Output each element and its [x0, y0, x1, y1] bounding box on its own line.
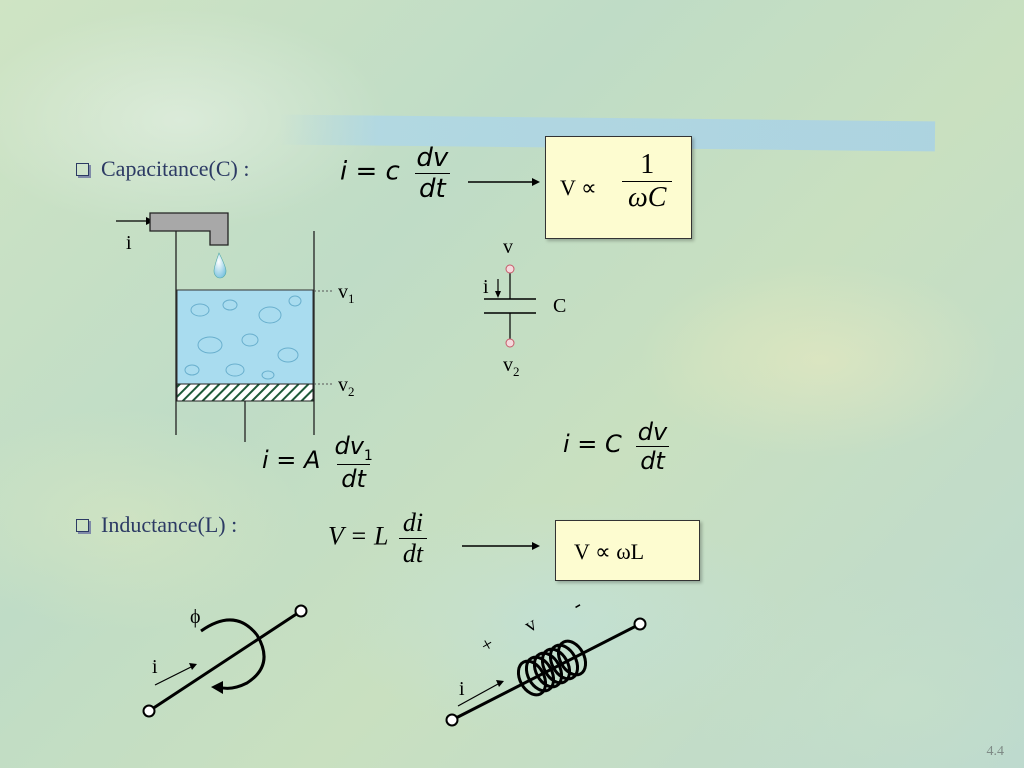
inductance-equation-lhs: V = L	[328, 521, 389, 551]
inductance-equation-numerator: di	[402, 508, 424, 537]
page-number: 4.4	[986, 744, 1005, 759]
capacitance-arrow-icon	[468, 178, 540, 186]
tank-equation-numerator: dv1	[334, 432, 373, 464]
inductance-heading-row: Inductance(L) :	[76, 512, 237, 538]
tank-equation-fraction: dv1 dt	[330, 432, 376, 493]
capacitor-bottom-label: v2	[503, 354, 520, 379]
flux-terminal-left-icon	[142, 704, 156, 718]
bullet-box-icon	[76, 518, 89, 532]
flux-current-arrow-icon	[154, 666, 192, 686]
tank-equation-lhs: i = A	[262, 445, 321, 474]
capacitor-bottom-terminal-icon	[505, 338, 515, 348]
tank-base-hatch	[176, 383, 314, 402]
coil-terminal-left-icon	[445, 713, 459, 727]
capacitance-heading: Capacitance(C) :	[101, 156, 250, 181]
tank-equation-denominator: dt	[337, 463, 370, 493]
coil-terminal-right-icon	[633, 617, 647, 631]
capacitor-equation: i = C dv dt	[563, 418, 671, 475]
capacitance-result-numerator: 1	[640, 149, 655, 180]
capacitor-symbol	[484, 264, 536, 348]
tank-water	[176, 289, 314, 385]
tank-level-bottom-label: v2	[338, 374, 355, 399]
water-tank-diagram	[116, 212, 332, 442]
bullet-box-icon	[76, 162, 89, 176]
tank-equation: i = A dv1 dt	[262, 432, 377, 493]
capacitor-equation-numerator: dv	[637, 418, 668, 446]
capacitance-equation-fraction: dv dt	[412, 143, 452, 204]
capacitor-equation-lhs: i = C	[563, 430, 622, 459]
coil-current-label: i	[459, 678, 465, 700]
capacitor-top-label: v	[503, 236, 513, 258]
inductance-equation-fraction: di dt	[398, 508, 428, 569]
flux-current-label: i	[152, 656, 158, 678]
inductance-result-text: V ∝ ωL	[574, 539, 645, 564]
inductance-heading: Inductance(L) :	[101, 512, 238, 537]
capacitance-heading-row: Capacitance(C) :	[76, 156, 249, 182]
tank-current-label: i	[126, 232, 132, 254]
capacitor-equation-fraction: dv dt	[634, 418, 671, 475]
coil-current-arrow-icon	[457, 683, 499, 707]
flux-loop-diagram	[142, 604, 308, 718]
coil-diagram	[445, 617, 647, 727]
capacitance-equation-denominator: dt	[414, 173, 450, 204]
coil-windings	[516, 639, 588, 697]
flux-conductor	[148, 609, 302, 713]
flux-label: ϕ	[190, 606, 201, 628]
capacitance-result-box: V ∝ 1 ωC	[545, 136, 692, 239]
tap-icon	[149, 212, 229, 246]
inductance-result-box: V ∝ ωL	[555, 520, 700, 581]
flux-terminal-right-icon	[294, 604, 308, 618]
capacitor-equation-denominator: dt	[636, 446, 669, 475]
water-drop-icon	[213, 252, 227, 279]
capacitance-equation: i = c dv dt	[340, 143, 452, 204]
water-bubbles	[184, 295, 302, 380]
capacitance-result-prefix: V ∝	[560, 175, 597, 200]
capacitor-element-label: C	[553, 295, 567, 317]
capacitor-top-terminal-icon	[505, 264, 515, 274]
inductance-arrow-icon	[462, 542, 540, 550]
inductance-equation-denominator: dt	[398, 538, 428, 569]
capacitance-result-fraction: 1 ωC	[622, 149, 673, 214]
flux-direction-arrow-icon	[211, 681, 223, 694]
capacitance-result-denominator: ωC	[622, 181, 673, 214]
capacitor-current-label: i	[483, 276, 489, 298]
capacitance-equation-numerator: dv	[416, 143, 449, 173]
capacitance-equation-lhs: i = c	[340, 156, 400, 187]
inductance-equation: V = L di dt	[328, 508, 428, 569]
tank-level-top-label: v1	[338, 281, 355, 306]
flux-loop-arc	[200, 618, 266, 690]
